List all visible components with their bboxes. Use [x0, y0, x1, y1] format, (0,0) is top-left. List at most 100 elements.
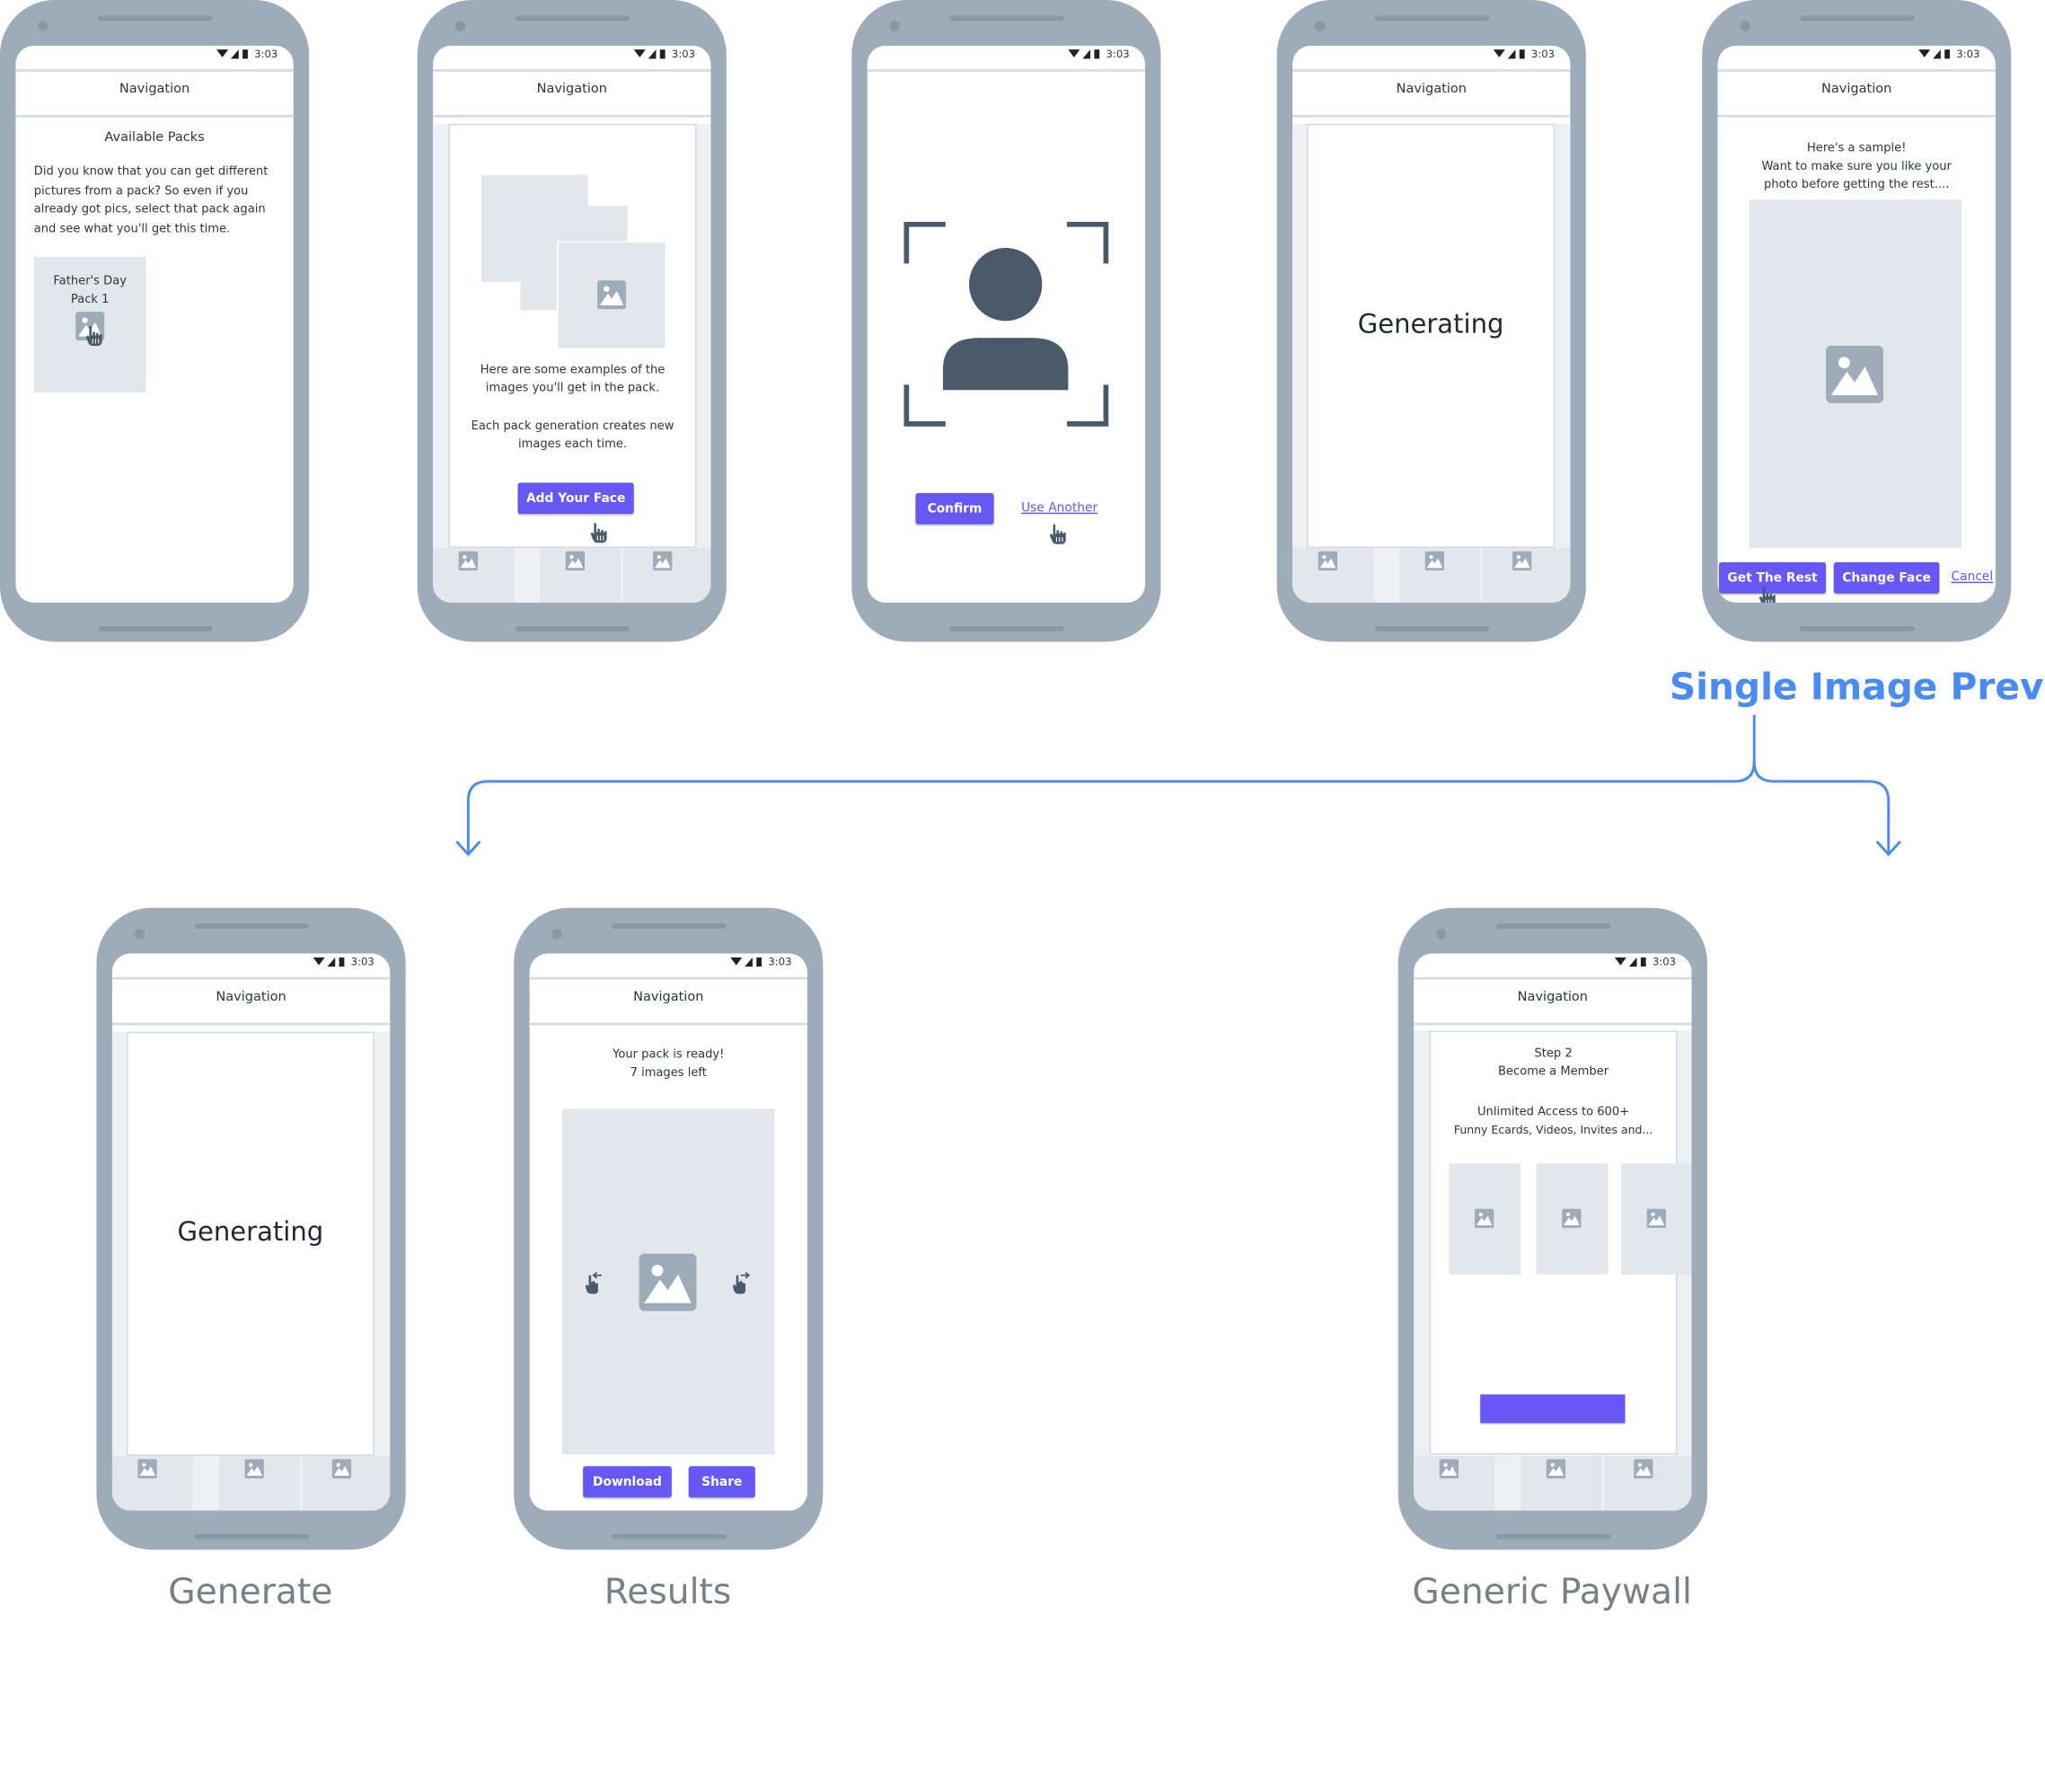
home-bar [612, 1533, 727, 1540]
add-your-face-button[interactable]: Add Your Face [517, 482, 634, 515]
image-icon [1632, 1459, 1653, 1485]
status-time: 3:03 [350, 956, 375, 968]
home-bar [194, 1533, 310, 1540]
download-button[interactable]: Download [583, 1466, 672, 1498]
camera [889, 21, 901, 31]
status-bar: 3:03 [1614, 956, 1676, 968]
image-icon [637, 1251, 700, 1320]
swipe-right-icon [730, 1270, 751, 1299]
examples-note: Each pack generation creates new images … [471, 419, 674, 452]
home-bar [1495, 1533, 1611, 1540]
nav-title: Navigation [216, 990, 286, 1005]
speaker [1495, 923, 1611, 929]
camera [1314, 21, 1326, 31]
pack-card[interactable]: Father's Day Pack 1 [33, 257, 146, 393]
image-icon [565, 551, 586, 577]
image-icon [137, 1459, 157, 1485]
generating-card: Generating [1307, 123, 1556, 548]
phone-generic-paywall: Step 2 Become a Member Unlimited Access … [1397, 907, 1707, 1550]
divider [1414, 1022, 1692, 1025]
divider [433, 68, 711, 72]
home-bar [949, 626, 1064, 631]
image-icon [596, 279, 628, 316]
signal-icons [1614, 957, 1646, 967]
image-icon [1823, 343, 1886, 411]
status-bar: 3:03 [1493, 49, 1555, 60]
pointer-hand-icon [1757, 586, 1777, 603]
examples-text: Here are some examples of the images you… [480, 364, 666, 396]
image-icon [1546, 1459, 1566, 1485]
result-image[interactable] [561, 1108, 775, 1455]
user-body [942, 338, 1069, 391]
status-bar: 3:03 [313, 956, 375, 968]
nav-title: Navigation [119, 82, 190, 97]
thumbnail [218, 1455, 301, 1511]
cancel-link[interactable]: Cancel [1951, 569, 1994, 585]
speaker [949, 15, 1064, 22]
thumbnail [1521, 1455, 1602, 1511]
user-head [968, 247, 1043, 322]
use-another-link[interactable]: Use Another [1021, 500, 1098, 516]
status-bar: 3:03 [730, 956, 791, 968]
preview-text: Want to make sure you like your [1761, 160, 1952, 174]
preview-text: photo before getting the rest.... [1764, 178, 1950, 192]
divider [15, 114, 294, 117]
subscribe-button[interactable] [1480, 1394, 1626, 1424]
examples-card: Here are some examples of the images you… [448, 123, 697, 548]
preview-heading: Here's a sample! [1806, 142, 1907, 155]
section-title: Available Packs [104, 130, 205, 146]
get-the-rest-button[interactable]: Get The Rest [1718, 561, 1827, 594]
nav-title: Navigation [633, 990, 704, 1005]
phone-face-capture: Confirm Use Another 3:03 [851, 0, 1161, 642]
screen: Here are some examples of the images you… [433, 45, 711, 603]
change-face-button[interactable]: Change Face [1833, 561, 1940, 594]
pointer-hand-icon [84, 325, 104, 354]
label-results: Results [604, 1571, 732, 1612]
share-button[interactable]: Share [688, 1466, 755, 1498]
thumbnail [623, 547, 711, 603]
thumbnail [1292, 547, 1374, 603]
images-left-count: 7 images left [630, 1066, 707, 1081]
home-bar [515, 626, 630, 631]
signal-icons [313, 957, 345, 967]
image-icon [1424, 551, 1445, 577]
image-icon [1318, 551, 1338, 577]
image-icon [1439, 1459, 1459, 1485]
label-generate: Generate [168, 1571, 333, 1612]
image-icon [1511, 551, 1531, 577]
screen: Confirm Use Another 3:03 [867, 45, 1146, 603]
flow-arrows [455, 714, 1901, 857]
divider [867, 68, 1146, 72]
image-icon [244, 1459, 265, 1485]
camera [38, 21, 48, 31]
thumbnail [433, 547, 515, 603]
speaker [194, 923, 310, 929]
thumbnail [540, 547, 621, 603]
camera [551, 928, 562, 940]
paywall-title: Become a Member [1498, 1065, 1609, 1079]
signal-icons [633, 49, 666, 59]
home-bar [1374, 626, 1490, 631]
camera [1740, 21, 1750, 31]
speaker [515, 15, 630, 22]
thumbnail [111, 1455, 193, 1511]
sample-image [1749, 199, 1962, 548]
info-text: Did you know that you can get different … [33, 165, 269, 236]
nav-title: Navigation [536, 82, 607, 97]
nav-title: Navigation [1396, 82, 1467, 97]
divider [529, 976, 807, 979]
camera [134, 928, 145, 940]
status-time: 3:03 [1106, 48, 1130, 60]
step-label: Step 2 [1534, 1047, 1573, 1061]
camera [454, 21, 466, 31]
phone-pack-examples: Here are some examples of the images you… [417, 0, 727, 642]
confirm-button[interactable]: Confirm [915, 492, 994, 525]
preview-thumb [1621, 1163, 1692, 1275]
status-time: 3:03 [1956, 48, 1980, 60]
signal-icons [1918, 49, 1951, 59]
pack-card-label: Father's Day Pack 1 [53, 275, 127, 307]
paywall-text: Unlimited Access to 600+ [1476, 1106, 1630, 1119]
